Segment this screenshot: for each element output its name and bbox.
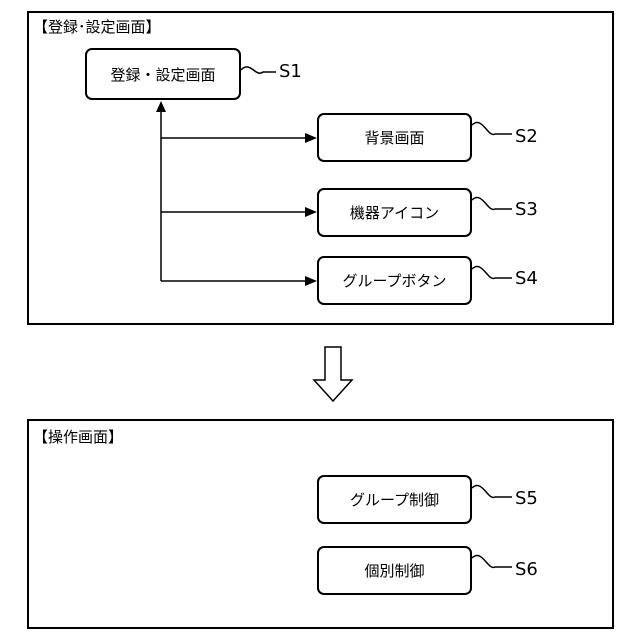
group-button-label: グループボタン <box>342 270 446 291</box>
operation-panel-title: 【操作画面】 <box>33 428 123 446</box>
background-screen-ref: S2 <box>515 127 538 147</box>
background-screen-node: 背景画面 <box>317 113 472 162</box>
setup-root-label: 登録・設定画面 <box>110 64 215 85</box>
setup-root-ref: S1 <box>279 62 302 82</box>
device-icon-label: 機器アイコン <box>350 202 439 223</box>
device-icon-ref: S3 <box>515 200 538 220</box>
down-arrow-icon <box>314 347 352 401</box>
setup-panel-title: 【登録･設定画面】 <box>33 18 161 36</box>
background-screen-label: 背景画面 <box>364 127 424 148</box>
setup-root-node: 登録・設定画面 <box>85 48 241 100</box>
device-icon-node: 機器アイコン <box>317 188 472 237</box>
operation-panel <box>27 419 614 629</box>
group-control-ref: S5 <box>515 489 538 509</box>
individual-control-node: 個別制御 <box>317 546 472 595</box>
group-button-ref: S4 <box>515 269 538 289</box>
individual-control-ref: S6 <box>515 560 538 580</box>
group-control-node: グループ制御 <box>317 475 472 524</box>
individual-control-label: 個別制御 <box>364 560 424 581</box>
group-control-label: グループ制御 <box>350 489 439 510</box>
group-button-node: グループボタン <box>317 256 472 305</box>
